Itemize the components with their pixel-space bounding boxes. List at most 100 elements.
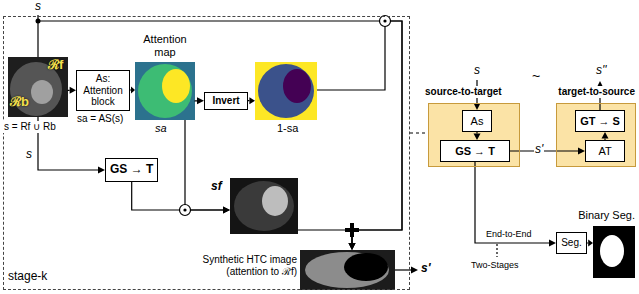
connector [587, 242, 588, 243]
free-label: s'' [595, 64, 608, 78]
connector-label: End-to-End [485, 229, 533, 239]
foreground-tumor [262, 186, 288, 216]
free-label: s' [420, 262, 432, 276]
connector-label: s [25, 148, 33, 162]
arrowhead [349, 243, 356, 250]
multiply-symbol [380, 16, 391, 27]
arrowhead [549, 240, 556, 247]
node-text: source-to-target [424, 86, 503, 98]
arrowhead [131, 87, 135, 94]
attention-block: AT [585, 140, 625, 162]
binary-mask: Binary Seg. [593, 226, 635, 278]
synthetic-brain [305, 252, 389, 288]
free-label: sa = AS(s) [76, 113, 124, 125]
arrowhead [474, 103, 481, 110]
node-text: Binary Seg. [578, 209, 635, 222]
connector [130, 89, 131, 91]
connector [476, 132, 477, 134]
arrowhead [602, 132, 609, 138]
arrowhead [223, 206, 230, 213]
arrowhead [411, 267, 418, 274]
connector [410, 132, 428, 133]
node-text: AT [598, 145, 611, 158]
node-text: sf [211, 180, 222, 194]
connector [132, 182, 223, 210]
heatmap [135, 62, 195, 120]
heatmap-brain [138, 64, 192, 118]
node-text: ℛb [10, 95, 29, 110]
arrowhead [223, 206, 230, 213]
node-text: target-to-source [557, 86, 636, 98]
attention-map: Attention mapsa [135, 62, 195, 120]
invert-box: Invert [204, 92, 248, 110]
stage-group: target-to-sourceGT → SAT [556, 103, 636, 167]
connector-label: s [34, 0, 42, 14]
arrowhead [249, 97, 255, 104]
node-text: Seg. [561, 237, 582, 249]
generator-box: GS → T [440, 140, 510, 162]
connector [475, 162, 549, 243]
synthetic-scan [300, 250, 395, 290]
binary-mask-blob [600, 235, 624, 267]
inverted-map: 1-sa [255, 62, 317, 120]
node-text: GS → T [455, 145, 495, 158]
connector [38, 21, 402, 243]
generator-box: GS → T [105, 158, 158, 182]
connector [185, 120, 223, 210]
inverted-tumor [283, 69, 311, 103]
connector [68, 89, 70, 91]
heatmap-tumor [162, 69, 190, 103]
multiply-dot [183, 208, 186, 211]
synthetic-image: Synthetic HTC image (attention to ℛf) [300, 250, 395, 290]
node-text: sa [155, 122, 167, 135]
group-fill [428, 103, 520, 167]
stage-group: source-to-targetAsGS → T [428, 103, 520, 167]
node-text: As [471, 115, 484, 128]
foreground-brain [234, 181, 294, 231]
multiply-dot [383, 19, 386, 22]
attention-block: As: Attention block [76, 70, 130, 111]
arrowhead [197, 97, 204, 104]
generator-box: GT → S [575, 110, 625, 132]
mri-scan [8, 57, 68, 117]
node-text: GT → S [580, 115, 620, 128]
node-text: GS → T [110, 163, 153, 177]
inverted-brain [258, 64, 314, 118]
attention-block: As [462, 110, 492, 132]
node-text: Attention map [137, 33, 193, 58]
node-text: 1-sa [277, 122, 298, 135]
node-text: s = Rf ∪ Rb [3, 121, 57, 133]
arrowhead [349, 243, 356, 250]
node-text: As: Attention block [81, 73, 125, 108]
mri-image: ℛfℛbs = Rf ∪ Rb [8, 57, 68, 117]
free-label: Two-Stages [470, 260, 520, 270]
tumor-region [31, 80, 53, 104]
foreground-scan [230, 178, 298, 234]
segmentation-box: Seg. [556, 232, 587, 254]
foreground-image: sf [230, 178, 298, 234]
arrowhead [349, 243, 356, 250]
branch-wire [496, 244, 497, 257]
node-text: Synthetic HTC image (attention to ℛf) [197, 254, 297, 277]
connector [195, 100, 197, 102]
connector [248, 100, 249, 101]
node-text: stage-k [8, 270, 47, 284]
synthetic-tumor [344, 253, 388, 281]
group-fill [556, 103, 636, 167]
inverted-heatmap [255, 62, 317, 120]
connector [317, 21, 402, 243]
arrowhead [578, 148, 585, 155]
multiply-symbol [180, 205, 191, 216]
arrowhead [98, 167, 105, 174]
binary-mask-bg [593, 226, 635, 278]
free-label: s [473, 64, 481, 78]
connector [298, 230, 352, 243]
arrowhead [588, 240, 593, 247]
connector-label: s' [534, 143, 544, 157]
stage-frame: stage-k ℛfℛb s = Rf ∪ Rb As: Attention bloc… [3, 16, 410, 290]
node-text: ℛf [48, 58, 63, 73]
node-text: Invert [212, 95, 239, 107]
free-label: ~ [531, 68, 541, 84]
plus-symbol [350, 223, 354, 237]
